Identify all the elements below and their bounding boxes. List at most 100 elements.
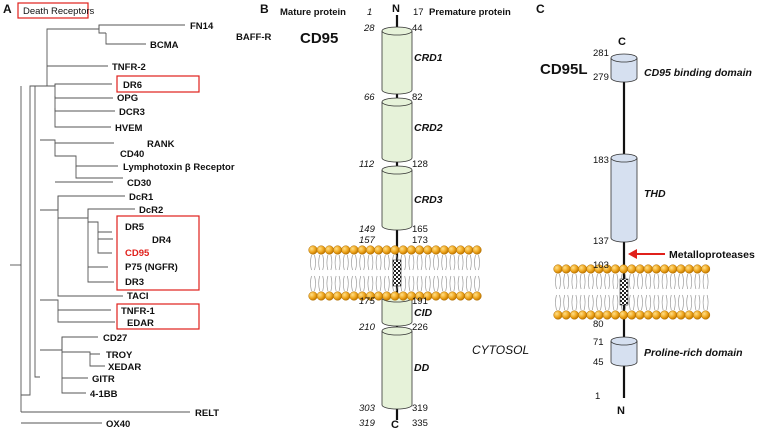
- transmembrane-helix: [392, 259, 402, 287]
- premature-num: 165: [412, 224, 428, 235]
- leaf-opg: OPG: [117, 93, 138, 104]
- domain-cd95-binding: CD95 binding domain: [644, 67, 752, 79]
- lipid-head: [324, 291, 334, 301]
- cd95-n-terminus: N: [392, 3, 400, 15]
- cytosol-label: CYTOSOL: [472, 343, 529, 357]
- panel-c-letter: C: [536, 2, 545, 16]
- mature-num-first: 1: [367, 7, 372, 18]
- cd95l-num: 137: [593, 236, 609, 247]
- premature-protein-header: Premature protein: [429, 7, 511, 18]
- lipid-head: [308, 245, 318, 255]
- lipid-head: [619, 310, 629, 320]
- lipid-head: [635, 310, 645, 320]
- lipid-head: [594, 310, 604, 320]
- lipid-head: [692, 264, 702, 274]
- premature-num: 191: [412, 296, 428, 307]
- phylogenetic-tree: [10, 24, 190, 424]
- leaf-tnfr-2: TNFR-2: [112, 62, 146, 73]
- leaf-tnfr-1: TNFR-1: [121, 306, 155, 317]
- cd95l-numbers: 281 279 183 137 103 80 71 45 1: [593, 48, 609, 402]
- lipid-head: [668, 310, 678, 320]
- lipid-head: [431, 245, 441, 255]
- lipid-head: [439, 291, 449, 301]
- lipid-head: [316, 245, 326, 255]
- cd95l-num: 45: [593, 357, 604, 368]
- leaf-dr4: DR4: [152, 235, 172, 246]
- lipid-head: [692, 310, 702, 320]
- metalloprotease-arrow: Metalloproteases: [628, 249, 755, 261]
- domain-proline-rich: Proline-rich domain: [644, 347, 743, 359]
- domain-thd: THD: [644, 188, 666, 200]
- lipid-head: [660, 310, 670, 320]
- lipid-head: [357, 245, 367, 255]
- lipid-head: [333, 291, 343, 301]
- mature-num: 210: [358, 322, 376, 333]
- leaf-dcr3: DCR3: [119, 107, 145, 118]
- lipid-head: [627, 310, 637, 320]
- cd95-title: CD95: [300, 30, 338, 47]
- leaf-cd95: CD95: [125, 248, 150, 259]
- metalloproteases-label: Metalloproteases: [669, 249, 755, 261]
- lipid-tails: [310, 254, 480, 292]
- lipid-head: [610, 264, 620, 274]
- mature-num: 303: [359, 403, 376, 414]
- leaf-ox40: OX40: [106, 419, 130, 430]
- lipid-head: [382, 291, 392, 301]
- cd95l-num: 103: [593, 260, 609, 271]
- lipid-head: [578, 264, 588, 274]
- lipid-head: [660, 264, 670, 274]
- leaf-edar: EDAR: [127, 318, 154, 329]
- legend-box: [17, 2, 89, 19]
- lipid-head: [439, 245, 449, 255]
- arrow-head: [628, 249, 637, 259]
- leaf-baff-r: BAFF-R: [236, 32, 271, 43]
- leaf-xedar: XEDAR: [108, 362, 141, 373]
- premature-num: 319: [412, 403, 428, 414]
- cd95-mature-numbers: 28 66 112 149 157 175 210 303 319: [358, 23, 376, 429]
- lipid-head: [553, 310, 563, 320]
- lipid-head: [398, 245, 408, 255]
- lipid-head: [553, 264, 563, 274]
- leaf-dcr2: DcR2: [139, 205, 163, 216]
- box-tnfr1-edar: [116, 303, 200, 330]
- domain-cid: CID: [414, 307, 433, 319]
- cylinder-proline-rich: [610, 336, 638, 367]
- lipid-head: [684, 310, 694, 320]
- leaf-bcma: BCMA: [150, 40, 179, 51]
- cylinder-crd1: [381, 26, 413, 95]
- lipid-head: [668, 264, 678, 274]
- leaf-cd40: CD40: [120, 149, 144, 160]
- lipid-head: [308, 291, 318, 301]
- transmembrane-helix: [619, 278, 629, 306]
- lipid-head: [676, 264, 686, 274]
- domain-crd3: CRD3: [414, 194, 443, 206]
- mature-num: 149: [359, 224, 376, 235]
- lipid-head: [569, 310, 579, 320]
- lipid-head: [578, 310, 588, 320]
- lipid-head: [341, 245, 351, 255]
- lipid-head: [390, 291, 400, 301]
- panel-b-letter: B: [260, 2, 269, 16]
- cylinder-cd95-binding: [610, 53, 638, 83]
- premature-num: 173: [412, 235, 428, 246]
- cd95l-num: 281: [593, 48, 609, 59]
- lipid-head: [561, 264, 571, 274]
- lipid-head: [324, 245, 334, 255]
- lipid-head: [602, 310, 612, 320]
- lipid-head: [684, 264, 694, 274]
- leaf-cd30: CD30: [127, 178, 151, 189]
- tree-labels: FN14 BAFF-R BCMA TNFR-2 DR6 OPG DCR3 HVE…: [90, 21, 271, 430]
- lipid-head: [423, 245, 433, 255]
- lipid-head: [333, 245, 343, 255]
- lipid-head: [635, 264, 645, 274]
- box-cd95-group: [116, 215, 200, 291]
- lipid-head: [390, 245, 400, 255]
- leaf-relt: RELT: [195, 408, 219, 419]
- leaf-4-1bb: 4-1BB: [90, 389, 118, 400]
- lipid-head: [464, 291, 474, 301]
- domain-crd1: CRD1: [414, 52, 443, 64]
- death-receptor-boxes: [116, 75, 200, 330]
- mature-num: 112: [359, 159, 375, 170]
- premature-num: 335: [412, 418, 428, 429]
- leaf-dr5: DR5: [125, 222, 145, 233]
